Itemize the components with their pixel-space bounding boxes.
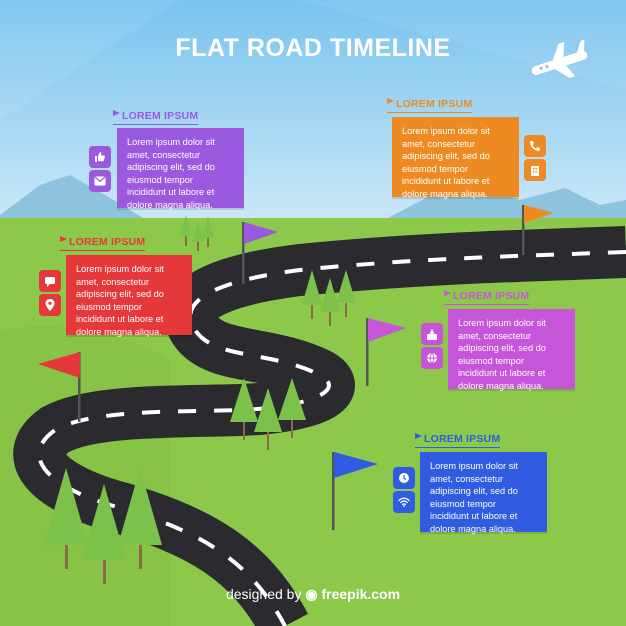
step-label-red: LOREM IPSUM	[60, 236, 146, 251]
step-label-blue: LOREM IPSUM	[415, 433, 501, 448]
phone-icon	[524, 135, 546, 157]
freepik-logo-icon: ◉	[305, 586, 318, 602]
trees-top	[180, 215, 214, 251]
flag-magenta	[366, 318, 406, 386]
step-label-orange: LOREM IPSUM	[387, 98, 473, 113]
step-label-purple: LOREM IPSUM	[113, 110, 199, 125]
trees-bottom-left	[44, 468, 162, 584]
airplane	[531, 39, 588, 79]
inbox-icon	[421, 323, 443, 345]
credit[interactable]: designed by ◉ freepik.com	[225, 586, 401, 602]
flag-red	[38, 352, 81, 422]
trees-middle	[302, 270, 356, 326]
flag-purple	[242, 222, 278, 284]
wifi-icon	[393, 491, 415, 513]
chat-icon	[39, 270, 61, 292]
globe-icon	[421, 347, 443, 369]
location-pin-icon	[39, 294, 61, 316]
trees-center	[230, 378, 306, 450]
clock-icon	[393, 467, 415, 489]
mountains-left	[0, 175, 150, 222]
page-title: FLAT ROAD TIMELINE	[175, 34, 451, 62]
sky-rays	[0, 0, 180, 120]
email-icon	[89, 170, 111, 192]
flag-blue	[332, 452, 378, 530]
flag-orange	[522, 205, 554, 255]
step-label-magenta: LOREM IPSUM	[444, 290, 530, 305]
thumbs-up-icon	[89, 146, 111, 168]
building-icon	[524, 159, 546, 181]
